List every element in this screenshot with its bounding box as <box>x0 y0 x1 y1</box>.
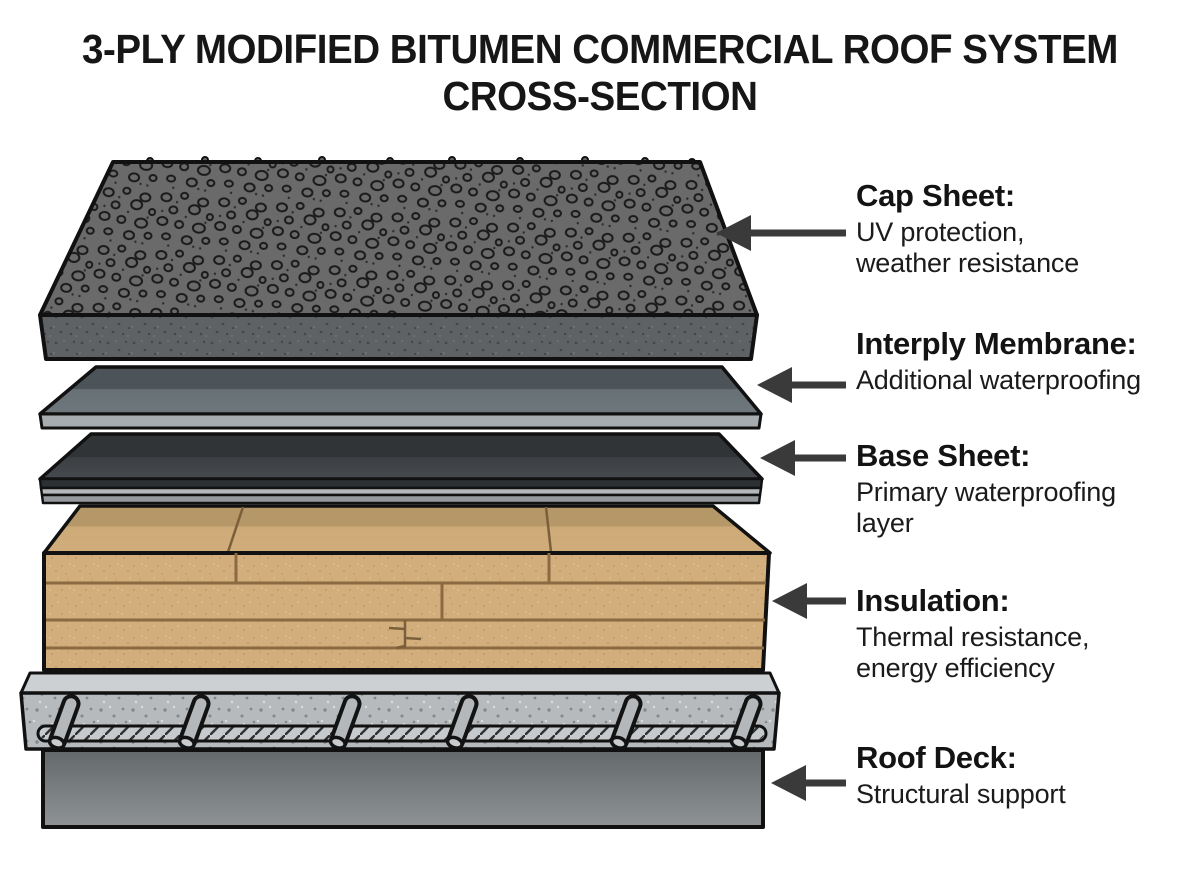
interply-front-edge <box>38 412 763 430</box>
base-sheet-edge-strip-dark <box>38 477 764 490</box>
base-sheet-layer <box>38 432 764 505</box>
interply-membrane-layer <box>38 365 763 430</box>
insulation-top-surface <box>42 504 772 555</box>
label-insulation: Insulation: Thermal resistance, energy e… <box>856 583 1191 684</box>
cap-sheet-front-edge <box>38 313 759 361</box>
cap-sheet-arrow-icon <box>716 215 846 251</box>
insulation-top-seams <box>226 506 553 553</box>
deck-slab <box>41 748 765 829</box>
label-interply-membrane-heading: Interply Membrane: <box>856 326 1137 361</box>
base-sheet-arrow-icon <box>760 440 846 476</box>
label-interply-membrane: Interply Membrane: Additional waterproof… <box>856 326 1191 396</box>
label-interply-membrane-description: Additional waterproofing <box>856 365 1141 395</box>
rebar-dowels <box>47 694 763 750</box>
interply-top-surface <box>38 365 763 416</box>
label-roof-deck-heading: Roof Deck: <box>856 740 1017 775</box>
interply-membrane-arrow-icon <box>757 367 846 403</box>
cap-sheet-top-surface <box>38 160 759 317</box>
roof-deck-arrow-icon <box>771 765 846 801</box>
page-title: 3-PLY MODIFIED BITUMEN COMMERCIAL ROOF S… <box>36 26 1164 120</box>
label-cap-sheet-heading: Cap Sheet: <box>856 178 1015 213</box>
base-sheet-top-surface <box>38 432 764 481</box>
concrete-top-sliver <box>19 671 781 695</box>
cap-sheet-layer <box>38 156 759 361</box>
insulation-front-face <box>42 551 771 672</box>
insulation-crack-detail <box>388 620 422 650</box>
label-cap-sheet-description: UV protection, weather resistance <box>856 217 1080 278</box>
insulation-layer <box>42 504 772 672</box>
rebar-rod <box>36 724 768 743</box>
base-sheet-edge-strip-mid <box>40 493 762 505</box>
label-base-sheet-heading: Base Sheet: <box>856 438 1031 473</box>
label-base-sheet: Base Sheet: Primary waterproofing layer <box>856 438 1191 539</box>
annotation-arrows <box>716 215 846 801</box>
page-title-line1: 3-PLY MODIFIED BITUMEN COMMERCIAL ROOF S… <box>82 26 1118 72</box>
page-title-line2: CROSS-SECTION <box>442 73 758 119</box>
label-roof-deck: Roof Deck: Structural support <box>856 740 1191 810</box>
label-base-sheet-description: Primary waterproofing layer <box>856 477 1116 538</box>
label-insulation-heading: Insulation: <box>856 583 1010 618</box>
insulation-arrow-icon <box>772 583 846 619</box>
label-roof-deck-description: Structural support <box>856 779 1066 809</box>
roof-deck-layer <box>19 671 781 829</box>
label-cap-sheet: Cap Sheet: UV protection, weather resist… <box>856 178 1191 279</box>
label-insulation-description: Thermal resistance, energy efficiency <box>856 622 1090 683</box>
